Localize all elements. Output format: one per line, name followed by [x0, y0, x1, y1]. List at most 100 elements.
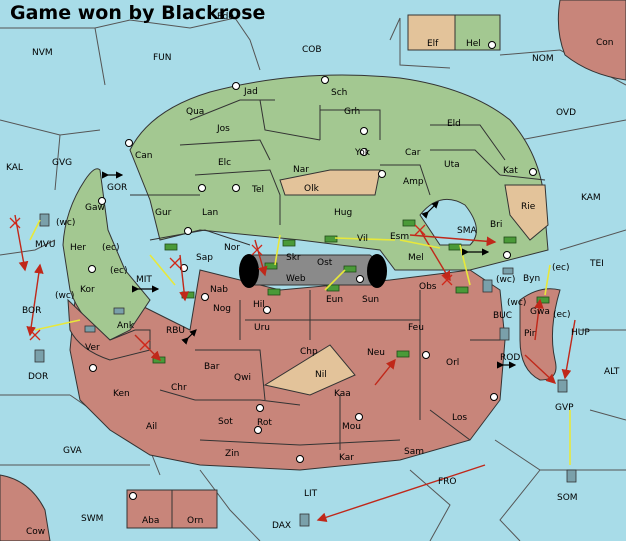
label-gvp: GVP: [555, 403, 574, 413]
label-obs: Obs: [419, 282, 437, 292]
label-orn: Orn: [187, 516, 203, 526]
label-ec4: (ec): [553, 310, 571, 320]
label-gur: Gur: [155, 208, 172, 218]
label-som: SOM: [557, 493, 578, 503]
label-sot: Sot: [218, 417, 233, 427]
label-nom: NOM: [532, 54, 554, 64]
label-swm: SWM: [81, 514, 103, 524]
label-elc: Elc: [218, 158, 231, 168]
label-yok: Yok: [354, 148, 371, 158]
label-wc1: (wc): [56, 218, 75, 228]
label-kam: KAM: [581, 193, 601, 203]
supply-centers: [88, 41, 537, 500]
label-hel: Hel: [466, 39, 481, 49]
label-buc: BUC: [493, 311, 512, 321]
label-ken: Ken: [113, 389, 130, 399]
label-pir: Pir: [524, 329, 536, 339]
label-qwi: Qwi: [234, 373, 251, 383]
label-gaw: Gaw: [85, 203, 105, 213]
label-mel: Mel: [408, 253, 424, 263]
rie-region: [504, 184, 549, 241]
label-edo: Edo: [217, 12, 234, 22]
territory-labels: Elf Hel Con NVM FUN COB NOM OVD Jad Sch …: [6, 12, 620, 537]
label-ank: Ank: [117, 321, 135, 331]
label-tel: Tel: [251, 185, 264, 195]
central-west-blob: [239, 254, 259, 288]
label-wc4: (wc): [507, 298, 526, 308]
label-ver: Ver: [85, 343, 100, 353]
label-ost: Ost: [317, 258, 333, 268]
label-nor: Nor: [224, 243, 240, 253]
label-jad: Jad: [243, 87, 258, 97]
label-vil: Vil: [357, 234, 368, 244]
label-tei: TEI: [589, 259, 604, 269]
label-orl: Orl: [446, 358, 459, 368]
label-neu: Neu: [367, 348, 385, 358]
label-uru: Uru: [254, 323, 270, 333]
label-gva: GVA: [63, 446, 83, 456]
label-nar: Nar: [293, 165, 309, 175]
orders: [9, 171, 576, 523]
game-title: Game won by Blackrose: [10, 2, 266, 24]
label-qua: Qua: [186, 107, 204, 117]
label-sap: Sap: [196, 253, 213, 263]
label-kal: KAL: [6, 163, 23, 173]
label-ec2: (ec): [552, 263, 570, 273]
label-feu: Feu: [408, 323, 424, 333]
label-fro: FRO: [438, 477, 457, 487]
label-rbu: RBU: [166, 326, 185, 336]
label-amp: Amp: [403, 177, 424, 187]
label-jos: Jos: [216, 124, 230, 134]
cow-island: [0, 474, 51, 541]
label-kat: Kat: [503, 166, 518, 176]
label-nog: Nog: [213, 304, 231, 314]
label-skr: Skr: [286, 253, 301, 263]
orn-island: [171, 489, 218, 529]
label-alt: ALT: [604, 367, 620, 377]
label-sma: SMA: [457, 226, 477, 236]
east-peninsula: [519, 288, 561, 381]
label-gwa: Gwa: [530, 307, 550, 317]
label-con: Con: [596, 38, 614, 48]
con-island: [557, 0, 626, 81]
west-arc-south: [67, 298, 151, 361]
label-fun: FUN: [153, 53, 172, 63]
label-her: Her: [70, 243, 86, 253]
label-ail: Ail: [146, 422, 157, 432]
label-dor: DOR: [28, 372, 48, 382]
label-rot: Rot: [257, 418, 272, 428]
label-car: Car: [405, 148, 421, 158]
label-nab: Nab: [210, 285, 228, 295]
elf-island: [407, 14, 456, 51]
label-sun: Sun: [362, 295, 379, 305]
label-cow: Cow: [26, 527, 45, 537]
label-olk: Olk: [304, 184, 320, 194]
label-wc3: (wc): [55, 291, 74, 301]
label-aba: Aba: [142, 516, 159, 526]
label-chp: Chp: [300, 347, 318, 357]
label-grh: Grh: [344, 107, 360, 117]
label-esm: Esm: [390, 232, 409, 242]
label-elf: Elf: [427, 39, 439, 49]
label-gor: GOR: [107, 183, 127, 193]
label-eun: Eun: [326, 295, 343, 305]
label-gvg: GVG: [52, 158, 72, 168]
label-wc2: (wc): [496, 275, 515, 285]
label-can: Can: [135, 151, 153, 161]
label-cob: COB: [302, 45, 322, 55]
label-zin: Zin: [225, 449, 239, 459]
label-sam: Sam: [404, 447, 424, 457]
label-los: Los: [452, 413, 467, 423]
label-ec1: (ec): [102, 243, 120, 253]
label-hug: Hug: [334, 208, 352, 218]
label-sch: Sch: [331, 88, 347, 98]
label-eld: Eld: [447, 119, 461, 129]
central-east-blob: [367, 254, 387, 288]
label-lan: Lan: [202, 208, 218, 218]
label-mit: MIT: [136, 275, 152, 285]
label-kar: Kar: [339, 453, 354, 463]
fleets: [34, 213, 577, 527]
label-kaa: Kaa: [334, 389, 351, 399]
label-mou: Mou: [342, 422, 361, 432]
